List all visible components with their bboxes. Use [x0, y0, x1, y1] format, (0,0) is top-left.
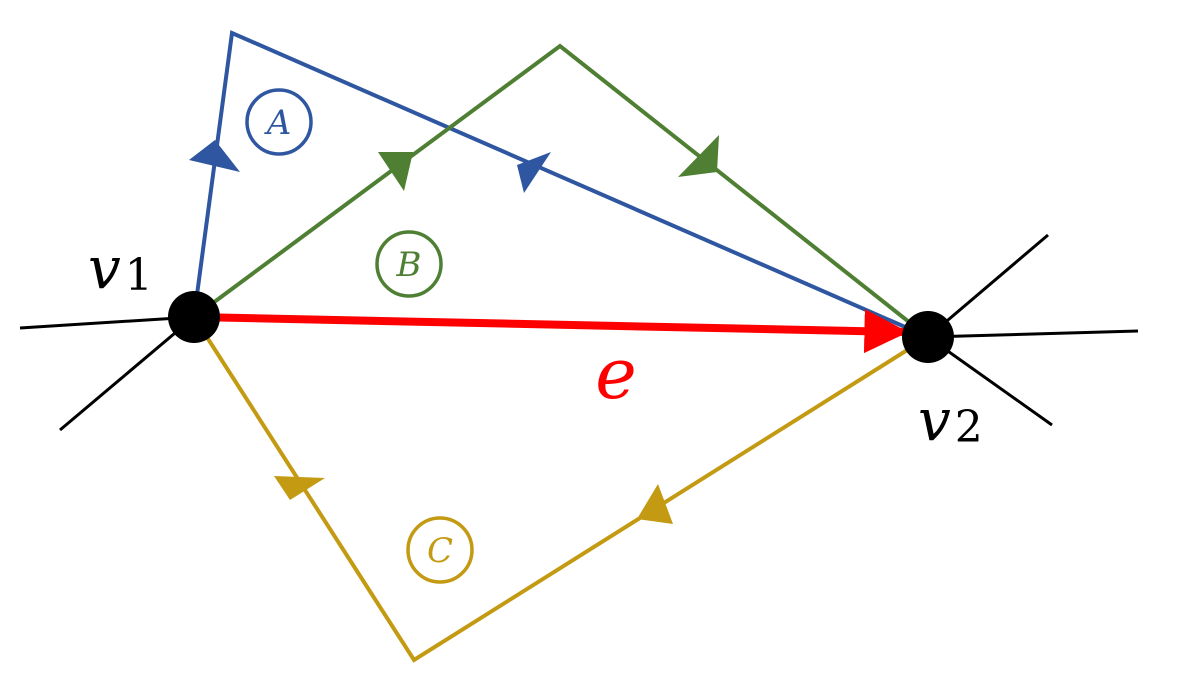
- vertex-v1-label: v1: [88, 234, 153, 302]
- vertex-v1-label-base: v: [88, 234, 121, 302]
- cycle-b-path: [192, 43, 930, 339]
- vertex-v2-label: v2: [918, 386, 983, 454]
- stub-edge-v2-upper-right: [927, 233, 1049, 339]
- cycle-c-label: C: [427, 531, 453, 571]
- cycle-a-path: [192, 30, 929, 339]
- cycle-a-arrow-up: [189, 140, 240, 172]
- cycle-b-label: B: [396, 245, 422, 285]
- edge-e: [193, 309, 909, 354]
- cycle-b-arrow-lower-right: [678, 135, 719, 177]
- cycle-c-label-circle: [406, 516, 474, 584]
- vertex-v1-label-sub: 1: [125, 250, 153, 301]
- edge-e-label: e: [595, 333, 636, 415]
- cycle-c-path: [192, 315, 930, 663]
- stub-edge-v1-left: [19, 315, 195, 330]
- cycle-a-arrow-left: [517, 152, 551, 193]
- cycle-b-arrow-upper-right: [378, 152, 413, 191]
- cycle-b-label-circle: [375, 230, 443, 298]
- stub-edge-v1-lower-left: [59, 315, 195, 432]
- vertex-v2-label-sub: 2: [955, 402, 983, 453]
- stub-edge-v2-right: [927, 329, 1139, 339]
- vertex-v2-label-base: v: [918, 386, 951, 454]
- vertex-v2: [902, 311, 954, 363]
- cycle-c-arrow-lower-left: [637, 484, 673, 524]
- vertex-v1: [168, 291, 220, 343]
- cycle-a-label-circle: [245, 88, 313, 156]
- cycle-a-label: A: [264, 103, 292, 143]
- cycle-c-arrow-up: [274, 476, 325, 500]
